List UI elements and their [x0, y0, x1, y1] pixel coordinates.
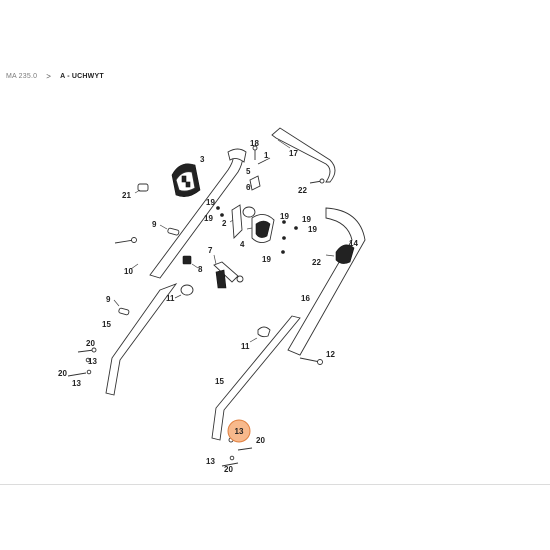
label-3[interactable]: 3 [200, 155, 205, 164]
label-9-top[interactable]: 9 [152, 220, 157, 229]
label-15-right[interactable]: 15 [215, 377, 224, 386]
nut-part-11-mid[interactable] [249, 326, 271, 343]
label-22-top[interactable]: 22 [298, 186, 307, 195]
label-14[interactable]: 14 [349, 239, 358, 248]
label-20-left[interactable]: 20 [58, 369, 67, 378]
grip-part-9-mid[interactable] [113, 299, 130, 316]
bottom-divider [0, 484, 550, 485]
lever-part-2[interactable] [229, 204, 243, 240]
label-10[interactable]: 10 [124, 267, 133, 276]
screw-part-18[interactable] [252, 145, 258, 160]
bolt-part-12[interactable] [299, 357, 323, 365]
label-17[interactable]: 17 [289, 149, 298, 158]
label-19-a[interactable]: 19 [206, 198, 215, 207]
control-bracket-part-4[interactable] [246, 214, 275, 243]
label-16[interactable]: 16 [301, 294, 310, 303]
label-2[interactable]: 2 [222, 219, 227, 228]
highlighted-part-13-marker[interactable]: 13 [227, 419, 251, 443]
label-9-mid[interactable]: 9 [106, 295, 111, 304]
label-20-right-top[interactable]: 20 [256, 436, 265, 445]
grip-part-9-top[interactable] [159, 224, 180, 236]
clip-part-21[interactable] [134, 183, 149, 194]
label-13-left-bottom[interactable]: 13 [72, 379, 81, 388]
label-13-right[interactable]: 13 [206, 457, 215, 466]
breadcrumb-current-section: A - UCHWYT [60, 72, 104, 80]
label-7[interactable]: 7 [208, 246, 213, 255]
lower-right-tube-part-15[interactable] [211, 315, 301, 441]
pin-part-1[interactable] [257, 157, 271, 165]
nut-part-11-top[interactable] [174, 284, 194, 299]
label-22-right[interactable]: 22 [312, 258, 321, 267]
label-13-left-top[interactable]: 13 [88, 357, 97, 366]
label-12[interactable]: 12 [326, 350, 335, 359]
breadcrumb: MA 235.0 > A - UCHWYT [6, 70, 104, 82]
label-20-top[interactable]: 20 [86, 339, 95, 348]
throttle-housing-part-3[interactable] [171, 163, 201, 197]
label-19-e[interactable]: 19 [308, 225, 317, 234]
lower-left-tube-part-15[interactable] [105, 283, 178, 396]
upper-handle-tube[interactable] [149, 148, 247, 279]
label-11-mid[interactable]: 11 [241, 342, 250, 351]
label-19-f[interactable]: 19 [262, 255, 271, 264]
chevron-right-icon: > [46, 71, 52, 81]
highlight-label-13: 13 [235, 427, 244, 436]
right-handle-tube-part-16[interactable] [287, 207, 366, 356]
bolt-part-10[interactable] [114, 237, 139, 270]
grip-part-14[interactable] [325, 244, 355, 264]
label-4[interactable]: 4 [240, 240, 245, 249]
label-21[interactable]: 21 [122, 191, 131, 200]
label-20-right-bottom[interactable]: 20 [224, 465, 233, 474]
label-5[interactable]: 5 [246, 167, 251, 176]
label-1[interactable]: 1 [264, 151, 269, 160]
spring-part-6[interactable] [249, 175, 261, 191]
screw-part-22-top[interactable] [309, 178, 325, 184]
screws-part-19[interactable] [216, 206, 298, 254]
cap-part-5[interactable] [242, 206, 256, 218]
top-bar-part-17[interactable] [271, 127, 336, 183]
breadcrumb-model-link[interactable]: MA 235.0 [6, 72, 38, 80]
label-11-top[interactable]: 11 [166, 294, 175, 303]
knob-part-8[interactable] [182, 255, 199, 269]
label-18[interactable]: 18 [250, 139, 259, 148]
left-fasteners[interactable] [67, 347, 97, 377]
lever-part-7[interactable] [213, 254, 244, 289]
label-19-d[interactable]: 19 [302, 215, 311, 224]
label-6[interactable]: 6 [246, 183, 251, 192]
label-8[interactable]: 8 [198, 265, 203, 274]
label-19-c[interactable]: 19 [280, 212, 289, 221]
label-15-left[interactable]: 15 [102, 320, 111, 329]
label-19-b[interactable]: 19 [204, 214, 213, 223]
